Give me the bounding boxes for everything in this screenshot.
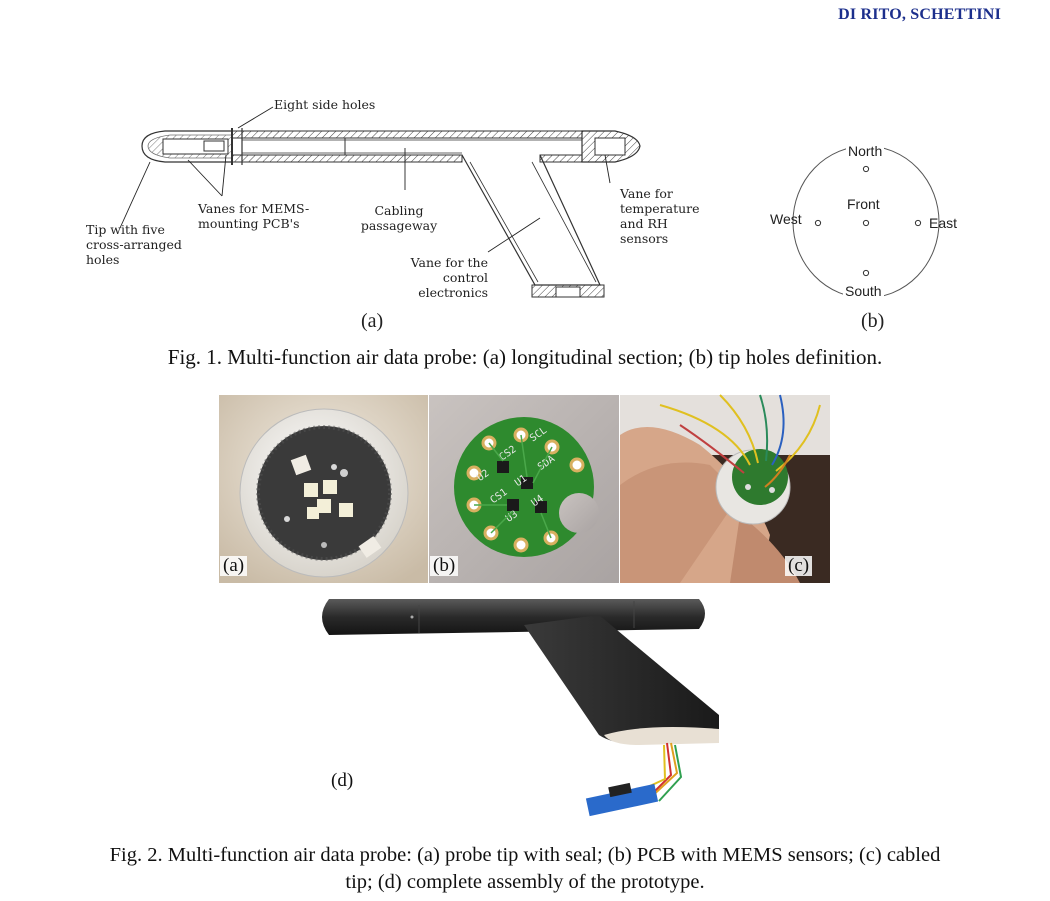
probe-section-drawing: [119, 106, 641, 298]
label-tip-holes: Tip with five cross-arranged holes: [86, 222, 182, 267]
photo-probe-tip-seal: [219, 395, 428, 583]
assembly-board: [585, 783, 659, 817]
label-west: West: [770, 211, 802, 227]
label-south: South: [843, 283, 884, 299]
fig2-label-c: (c): [785, 556, 813, 576]
fig2-label-d: (d): [328, 771, 357, 791]
tip-holes-diagram: [792, 145, 940, 299]
label-vane-temp: Vane for temperature and RH sensors: [620, 186, 700, 246]
probe-tip-nose: [141, 130, 232, 163]
label-front: Front: [847, 196, 880, 212]
hole-east: [914, 219, 922, 227]
running-header-authors: DI RITO, SCHETTINI: [838, 6, 1001, 23]
label-eight-side-holes: Eight side holes: [274, 97, 376, 112]
photo-complete-assembly: [299, 595, 749, 819]
hole-front: [862, 219, 870, 227]
hole-west: [814, 219, 822, 227]
label-vanes-mems: Vanes for MEMS- mounting PCB's: [198, 201, 310, 231]
hole-north: [862, 165, 870, 173]
label-cabling: Cabling passageway: [360, 203, 438, 233]
photo-cabled-tip: [620, 394, 830, 583]
fig2-caption-line2: tip; (d) complete assembly of the protot…: [345, 871, 705, 893]
assembly-tube: [322, 599, 705, 635]
hole-south: [862, 269, 870, 277]
fig1-sublabel-b: (b): [861, 310, 885, 332]
fig2-caption-line1: Fig. 2. Multi-function air data probe: (…: [109, 844, 941, 866]
label-east: East: [929, 215, 958, 231]
fig2-label-b: (b): [430, 556, 459, 576]
fig2-label-a: (a): [220, 556, 248, 576]
label-north: North: [846, 143, 885, 159]
assembly-vane: [524, 615, 719, 744]
photo-pcb-mems: U2 CS2 CS1 U1 U3 U4 SDA SCL: [429, 395, 619, 583]
fig1-sublabel-a: (a): [361, 310, 384, 332]
fig1-caption: Fig. 1. Multi-function air data probe: (…: [167, 345, 883, 369]
label-vane-control: Vane for the control electronics: [410, 255, 488, 300]
